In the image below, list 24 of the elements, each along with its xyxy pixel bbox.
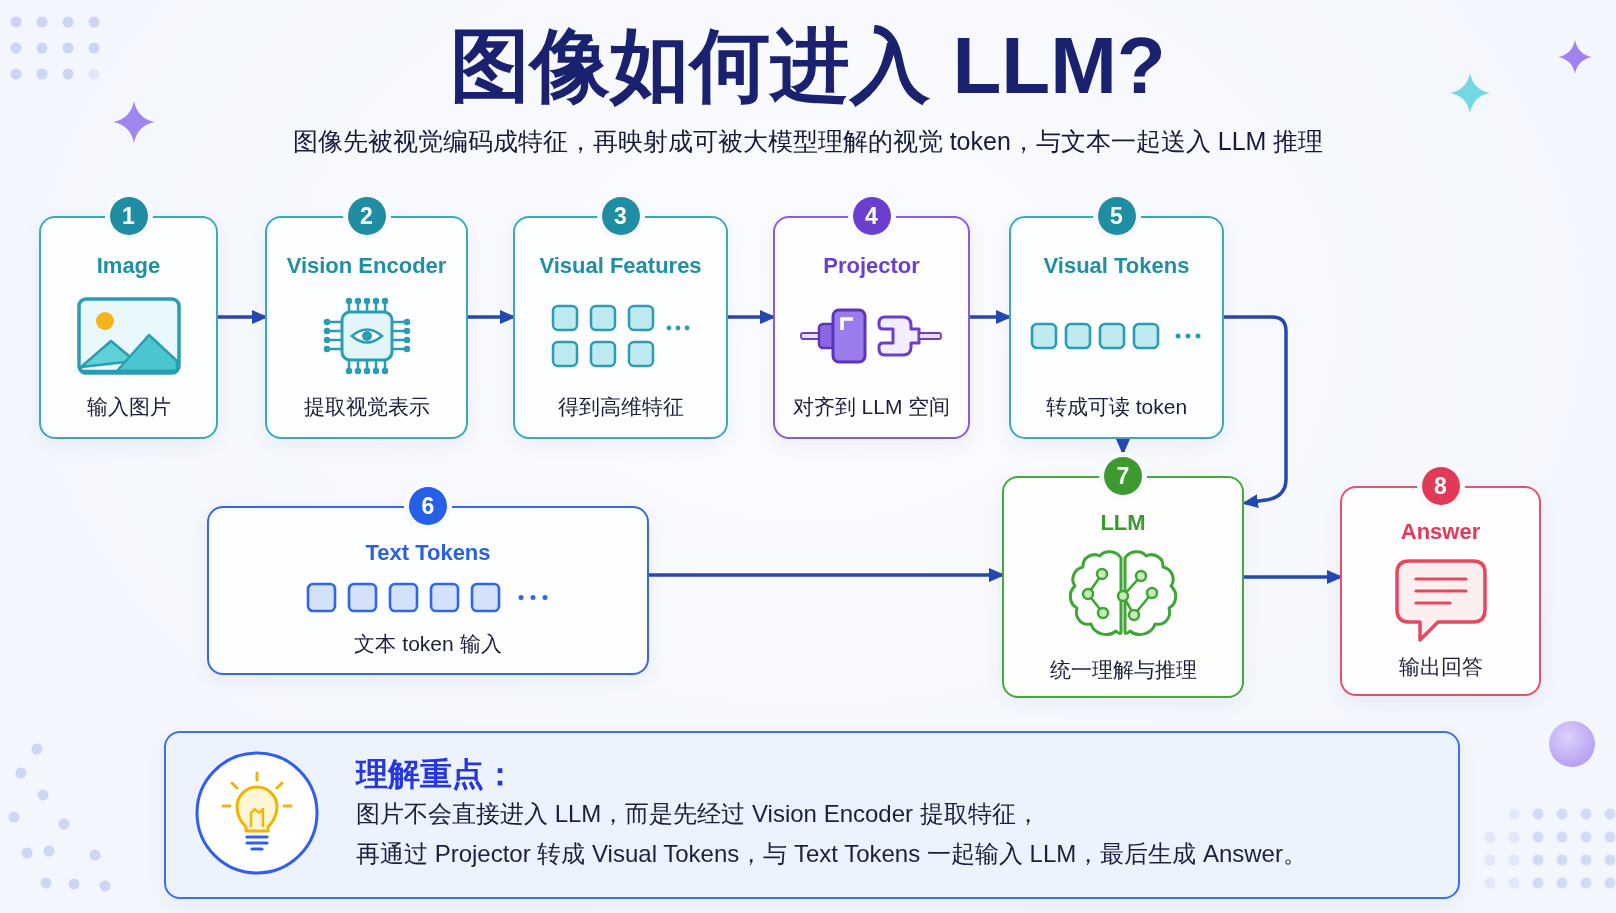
- arrow: [1116, 439, 1130, 455]
- step-title: Projector: [823, 252, 920, 280]
- step-title: Visual Tokens: [1043, 252, 1190, 280]
- step-title: Text Tokens: [365, 539, 491, 567]
- note-panel: [164, 731, 1460, 899]
- step-title: Vision Encoder: [286, 252, 447, 280]
- step-caption: 文本 token 输入: [354, 631, 502, 657]
- step-caption: 输入图片: [86, 394, 171, 420]
- step-caption: 对齐到 LLM 空间: [792, 394, 951, 420]
- note-text: 再通过 Projector 转成 Visual Tokens，与 Text Tokens 一起输入 LLM，最后生成 Answer。: [356, 839, 1307, 869]
- step-caption: 转成可读 token: [1045, 394, 1188, 420]
- step-title: Image: [96, 252, 161, 280]
- note-text: 图片不会直接进入 LLM，而是先经过 Vision Encoder 提取特征，: [356, 799, 1040, 829]
- subtitle: 图像先被视觉编码成特征，再映射成可被大模型理解的视觉 token，与文本一起送入 LLM 推理: [292, 126, 1324, 157]
- step-caption: 提取视觉表示: [303, 394, 430, 420]
- arrow: [1224, 315, 1288, 509]
- step-caption: 输出回答: [1398, 654, 1483, 680]
- step-title: Visual Features: [539, 252, 702, 280]
- step-title: LLM: [1100, 509, 1146, 537]
- step-caption: 得到高维特征: [557, 394, 684, 420]
- note-heading: 理解重点：: [356, 755, 516, 794]
- step-caption: 统一理解与推理: [1049, 657, 1197, 683]
- step-title: Answer: [1400, 518, 1481, 546]
- page-title: 图像如何进入 LLM?: [450, 20, 1166, 112]
